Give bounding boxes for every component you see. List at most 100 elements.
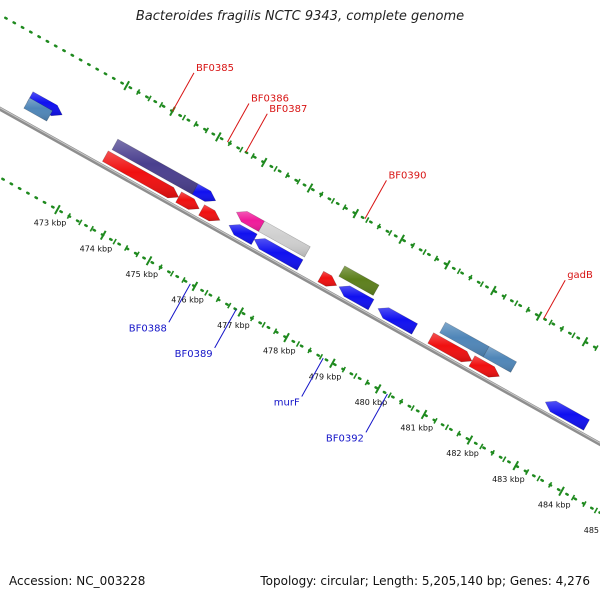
tick-label: 478 kbp	[263, 347, 296, 356]
backbone-highlight	[0, 107, 600, 444]
scale-tick-minor	[284, 172, 290, 179]
tick-label: 476 kbp	[171, 296, 204, 305]
scale-tick-minor	[571, 332, 576, 339]
label-leader-line	[172, 72, 195, 112]
gene-label[interactable]: BF0385	[196, 63, 234, 74]
scale-tick	[237, 307, 245, 317]
scale-tick-minor	[456, 268, 462, 275]
scale-tick-minor	[147, 95, 152, 102]
scale-tick-minor	[239, 146, 244, 153]
gene-label[interactable]: murF	[274, 398, 300, 409]
scale-tick-minor	[204, 127, 210, 134]
tick-label: 477 kbp	[217, 321, 250, 330]
scale-tick-minor	[456, 430, 461, 437]
gene-feature-shading	[483, 346, 517, 373]
gene-feature-shading	[338, 265, 380, 296]
label-leader-line	[364, 180, 387, 220]
gene-feature-shading	[545, 401, 590, 431]
gene-feature-shading	[102, 150, 179, 198]
scale-tick-minor	[433, 255, 439, 262]
scale-tick-minor	[215, 296, 220, 303]
tick-label: 474 kbp	[80, 244, 113, 253]
scale-tick	[99, 230, 107, 241]
label-leader-line	[365, 393, 388, 433]
scale-tick-minor	[479, 443, 484, 450]
gene-label[interactable]: gadB	[567, 270, 593, 281]
scale-tick-minor	[410, 242, 416, 249]
genome-summary-text: Topology: circular; Length: 5,205,140 bp…	[260, 574, 590, 588]
scale-tick-minor	[227, 302, 232, 309]
scale-tick-minor	[582, 501, 587, 508]
scale-tick	[123, 80, 130, 91]
label-leader-line	[245, 113, 268, 153]
scale-tick-minor	[273, 165, 278, 172]
gene-label[interactable]: BF0386	[251, 94, 289, 105]
tick-label: 482 kbp	[446, 449, 479, 458]
scale-tick-minor	[318, 353, 324, 360]
genome-backbone	[0, 106, 600, 447]
scale-tick	[54, 204, 61, 215]
label-leader-line	[301, 357, 324, 397]
label-leader-line	[543, 279, 566, 319]
scale-tick-minor	[158, 264, 163, 271]
scale-tick-minor	[261, 321, 266, 328]
label-leader-line	[168, 283, 191, 323]
scale-tick	[260, 157, 268, 168]
scale-tick	[329, 358, 336, 369]
scale-tick-minor	[169, 270, 175, 277]
scale-tick-minor	[181, 277, 186, 284]
scale-tick-minor	[376, 223, 381, 230]
scale-tick-minor	[193, 121, 198, 128]
gene-feature-shading	[317, 271, 337, 287]
scale-tick-minor	[559, 325, 565, 332]
scale-tick	[374, 383, 382, 394]
scale-tick	[398, 234, 405, 245]
scale-tick-minor	[319, 191, 324, 198]
scale-tick	[283, 332, 290, 343]
scale-tick	[191, 281, 199, 292]
scale-tick-minor	[490, 449, 495, 456]
scale-tick-minor	[341, 366, 347, 373]
scale-tick-minor	[66, 212, 72, 220]
scale-tick	[145, 255, 153, 266]
outer-dotted-line	[0, 13, 600, 352]
scale-tick	[420, 409, 428, 420]
scale-tick-minor	[388, 229, 393, 236]
scale-tick-minor	[330, 197, 336, 204]
gene-feature-shading	[112, 139, 198, 195]
scale-tick	[352, 208, 360, 219]
gene-feature-shading	[469, 355, 500, 378]
gene-label[interactable]: BF0387	[269, 104, 307, 115]
gene-feature-shading	[236, 211, 265, 232]
scale-tick	[444, 260, 451, 270]
tick-label: 485 kbp	[584, 526, 600, 535]
gene-label[interactable]: BF0388	[129, 323, 167, 334]
tick-label: 475 kbp	[125, 270, 158, 279]
scale-tick-minor	[536, 475, 541, 482]
gene-label[interactable]: BF0390	[388, 170, 426, 181]
scale-tick-minor	[410, 405, 415, 412]
gene-label[interactable]: BF0392	[326, 433, 364, 444]
accession-text: Accession: NC_003228	[9, 574, 146, 588]
scale-tick-minor	[295, 341, 301, 348]
scale-tick-minor	[548, 319, 553, 326]
scale-tick-minor	[433, 417, 438, 424]
scale-tick-minor	[296, 178, 301, 185]
gene-label[interactable]: BF0389	[175, 349, 213, 360]
scale-tick-minor	[502, 293, 507, 300]
scale-tick-minor	[181, 114, 187, 121]
gene-feature-shading	[378, 307, 418, 335]
tick-label: 484 kbp	[538, 500, 571, 509]
scale-tick-minor	[272, 328, 278, 335]
gene-feature-shading	[427, 332, 472, 362]
scale-tick	[581, 336, 589, 347]
scale-tick-minor	[250, 315, 255, 322]
scale-tick-minor	[525, 306, 530, 313]
tick-label: 480 kbp	[355, 398, 388, 407]
backbone-line	[0, 106, 600, 447]
scale-tick-minor	[250, 153, 255, 160]
